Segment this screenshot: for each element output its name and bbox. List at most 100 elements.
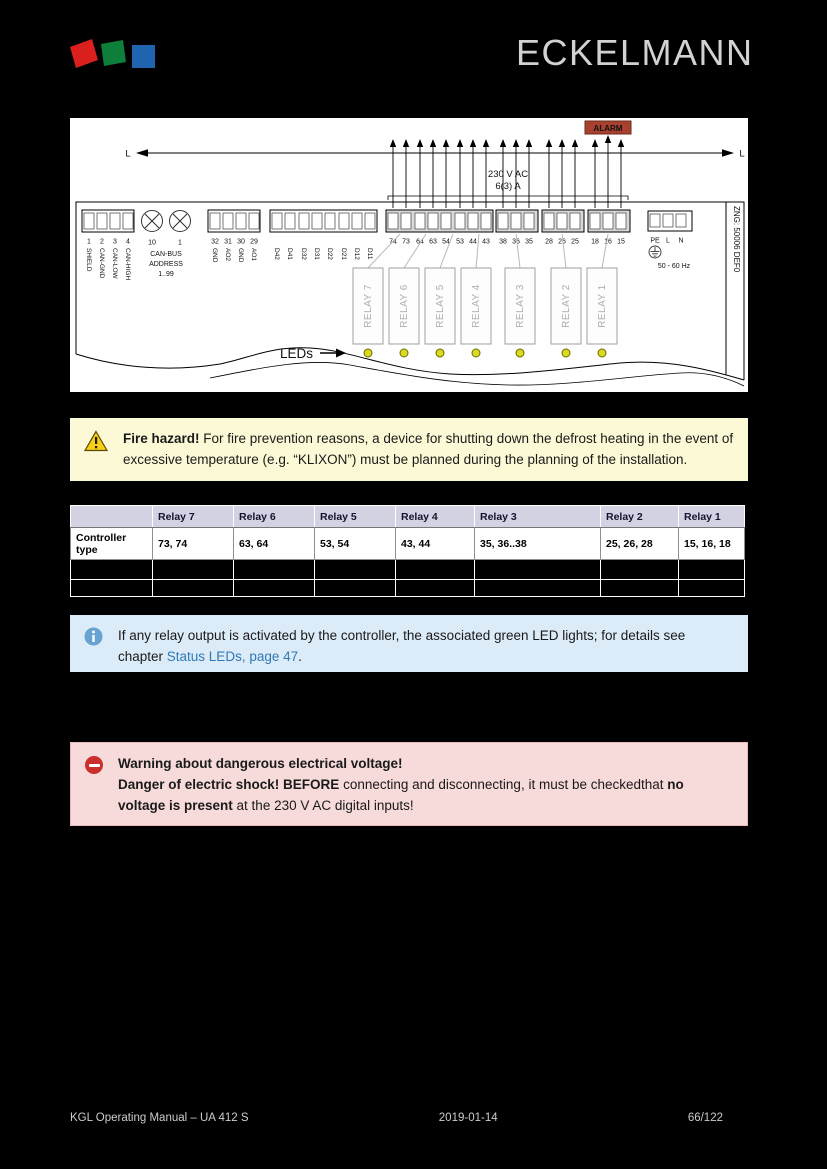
table-cell: 15, 16, 18 [678, 527, 745, 560]
mains-terminal-block: PE L N 50 - 60 Hz [647, 210, 693, 270]
table-row [70, 579, 745, 597]
footer-date: 2019-01-14 [438, 1112, 498, 1124]
digital-terminal-block: D42 D41 D32 D31 D22 D21 D12 D11 [269, 209, 378, 260]
torn-edge-top [75, 347, 745, 381]
relay-boxes: RELAY 7 RELAY 6 RELAY 5 RELAY 4 RELAY 3 … [352, 267, 618, 345]
relay-label: RELAY 3 [515, 284, 526, 328]
table-header-cell: Relay 4 [395, 505, 475, 528]
terminal-number: 4 [126, 239, 130, 246]
table-cell [70, 559, 153, 580]
fire-warning-title: Fire hazard! [123, 431, 200, 446]
wiring-diagram-panel: L L [70, 118, 748, 392]
table-cell: 53, 54 [314, 527, 396, 560]
status-leds-link[interactable]: Status LEDs, page 47 [166, 649, 299, 664]
no-entry-icon [85, 756, 103, 774]
page-footer: KGL Operating Manual – UA 412 S 2019-01-… [70, 1112, 723, 1124]
relay-label: RELAY 6 [399, 284, 410, 328]
voltage-warning-box: Warning about dangerous electrical volta… [70, 742, 748, 826]
terminal-label: CAN-LOW [111, 248, 118, 280]
terminal-number: 43 [482, 239, 490, 246]
relay-label: RELAY 4 [471, 284, 482, 328]
address-range-label: 1..99 [158, 271, 174, 278]
line-label-left: L [125, 149, 130, 160]
switch-digit-label: 10 [148, 240, 156, 247]
table-cell [600, 579, 679, 597]
terminal-number: 32 [211, 239, 219, 246]
terminal-label: CAN-HIGH [124, 248, 131, 280]
table-cell: 73, 74 [152, 527, 234, 560]
led-indicator [561, 348, 571, 358]
voltage-warning-bold1: Danger of electric shock! BEFORE [118, 777, 340, 792]
table-cell [152, 579, 234, 597]
supply-line: L L [125, 149, 744, 160]
info-note-text: If any relay output is activated by the … [118, 625, 734, 667]
relay-label: RELAY 1 [597, 284, 608, 328]
logo-blue-shape [132, 45, 155, 68]
terminal-label: D12 [353, 248, 360, 260]
voltage-bracket [387, 195, 629, 200]
terminal-number: 31 [224, 239, 232, 246]
arrow-left-icon [136, 149, 148, 157]
table-header-row: Relay 7 Relay 6 Relay 5 Relay 4 Relay 3 … [70, 505, 745, 528]
table-header-cell: Relay 6 [233, 505, 315, 528]
relay-connections [367, 233, 609, 269]
board-id-label: ZNG: 50006 DEF0 [732, 206, 741, 273]
terminal-label: CAN-GND [98, 248, 105, 279]
table-cell: Controller type [70, 527, 153, 560]
terminal-number: 38 [499, 239, 507, 246]
terminal-number: 35 [525, 239, 533, 246]
led-indicator [435, 348, 445, 358]
terminal-number: 16 [604, 239, 612, 246]
info-note-before: If any relay output is activated by the … [118, 628, 686, 664]
terminal-number: 25 [571, 239, 579, 246]
table-header-cell: Relay 1 [678, 505, 745, 528]
terminal-number: 1 [87, 239, 91, 246]
table-cell: 25, 26, 28 [600, 527, 679, 560]
terminal-number: 18 [591, 239, 599, 246]
table-cell [474, 579, 601, 597]
relay-terminal-block-b: 38 36 35 [495, 209, 539, 246]
table-header-cell: Relay 5 [314, 505, 396, 528]
digital-input-wires [389, 135, 625, 208]
info-note-box: If any relay output is activated by the … [70, 615, 748, 672]
terminal-label: D22 [326, 248, 333, 260]
terminal-label: D32 [300, 248, 307, 260]
led-indicator [471, 348, 481, 358]
arrow-right-icon [722, 149, 734, 157]
footer-document-title: KGL Operating Manual – UA 412 S [70, 1112, 249, 1124]
table-cell [678, 579, 745, 597]
relay-terminal-block-c: 28 26 25 [541, 209, 585, 246]
table-header-cell: Relay 2 [600, 505, 679, 528]
relay-label: RELAY 7 [363, 284, 374, 328]
terminal-label: D42 [273, 248, 280, 260]
terminal-label: SHIELD [85, 248, 92, 272]
table-header-cell [70, 505, 153, 528]
current-label: 6(3) A [495, 181, 521, 192]
terminal-number: 53 [456, 239, 464, 246]
terminal-label: AO2 [224, 248, 231, 261]
table-cell [70, 579, 153, 597]
terminal-label: GND [237, 248, 244, 263]
table-cell [233, 579, 315, 597]
terminal-label: D21 [340, 248, 347, 260]
leds-label: LEDs [280, 346, 313, 361]
voltage-label: 230 V AC [488, 169, 528, 180]
wiring-diagram: L L [75, 120, 745, 387]
terminal-label: N [678, 238, 683, 245]
table-cell [314, 559, 396, 580]
can-address-switches: 10 1 CAN-BUS ADDRESS 1..99 [141, 210, 191, 278]
terminal-number: 73 [402, 239, 410, 246]
terminal-label: D41 [286, 248, 293, 260]
table-row [70, 559, 745, 580]
terminal-number: 44 [469, 239, 477, 246]
fire-warning-body: For fire prevention reasons, a device fo… [123, 431, 734, 467]
relay-table-wrapper: Relay 7 Relay 6 Relay 5 Relay 4 Relay 3 … [70, 505, 745, 597]
table-cell [233, 559, 315, 580]
table-cell: 43, 44 [395, 527, 475, 560]
relay-terminal-block-d: 18 16 15 [587, 209, 631, 246]
relay-terminal-block-a: 74 73 64 63 54 53 44 43 [385, 209, 494, 246]
terminal-number: 63 [429, 239, 437, 246]
fire-warning-text: Fire hazard! For fire prevention reasons… [123, 428, 734, 470]
relay-label: RELAY 2 [561, 284, 572, 328]
